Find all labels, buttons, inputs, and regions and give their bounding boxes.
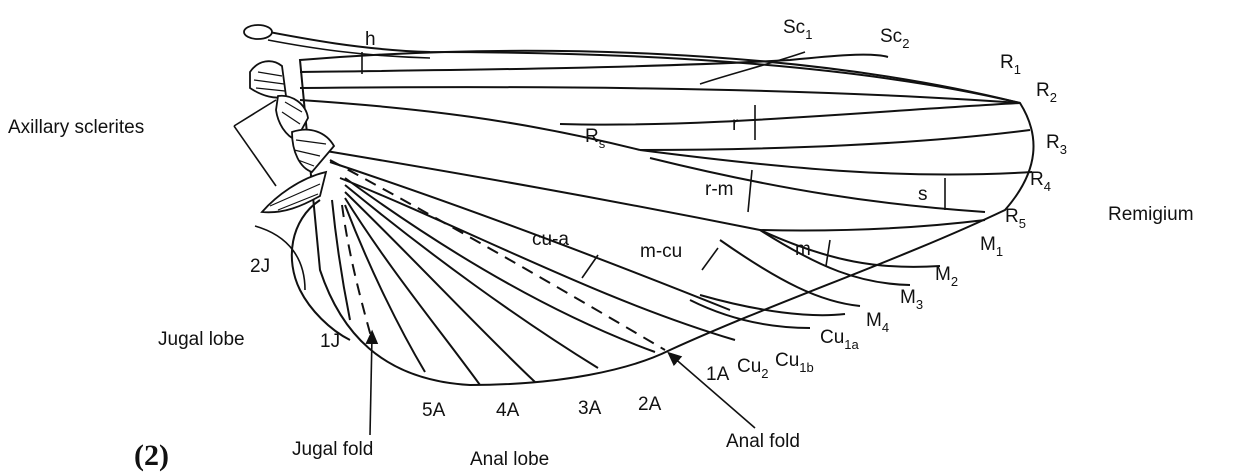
vein-r3: [639, 129, 1031, 151]
jugal-lobe-outline: [290, 199, 351, 341]
vein-subcosta: [299, 53, 889, 73]
jugal-fold-label: Jugal fold: [292, 439, 373, 460]
vein-cu1: [329, 161, 731, 311]
label-1j: 1J: [320, 331, 340, 352]
label-m3: M3: [900, 287, 923, 312]
figure-number: (2): [134, 439, 169, 472]
axillary-sclerite-4: [260, 170, 328, 214]
vein-4a: [344, 197, 481, 386]
label-crossvein-m-cu: m-cu: [640, 241, 682, 262]
vein-2j: [254, 225, 306, 291]
label-1a: 1A: [706, 364, 730, 385]
axillary-pointer-upper: [233, 99, 277, 127]
label-2a: 2A: [638, 394, 662, 415]
label-crossvein-r: r: [732, 114, 739, 135]
sclerite-hatching: [253, 71, 327, 211]
label-r3: R3: [1046, 132, 1067, 157]
label-rs: Rs: [585, 126, 606, 151]
anal-fold-arrow: [667, 351, 756, 429]
remigium-label: Remigium: [1108, 204, 1194, 225]
costal-margin: [247, 27, 1021, 104]
label-m2: M2: [935, 264, 958, 289]
label-h: h: [365, 29, 376, 50]
label-cu1a: Cu1a: [820, 327, 860, 352]
axillary-sclerite-1: [249, 60, 287, 99]
anal-fold-label: Anal fold: [726, 431, 800, 452]
vein-5a: [344, 204, 426, 373]
label-cu2: Cu2: [737, 356, 769, 381]
label-m1: M1: [980, 234, 1003, 259]
vein-media-stem: [319, 149, 761, 231]
vein-m2: [759, 229, 941, 268]
jugal-fold-arrow: [365, 329, 379, 436]
label-2j: 2J: [250, 256, 270, 277]
label-sc2: Sc2: [880, 26, 909, 51]
crossvein-cu-a: [581, 254, 599, 279]
vein-r4: [639, 149, 1033, 176]
label-r5: R5: [1005, 206, 1026, 231]
label-r2: R2: [1036, 80, 1057, 105]
label-r4: R4: [1030, 169, 1051, 194]
vein-3a: [344, 191, 536, 383]
jugal-fold-line: [341, 204, 373, 341]
jugal-lobe-label: Jugal lobe: [158, 329, 245, 350]
label-r1: R1: [1000, 52, 1021, 77]
label-crossvein-r-m: r-m: [705, 179, 733, 200]
vein-sc1: [699, 51, 806, 85]
wing-outline: [298, 49, 1035, 387]
vein-r5: [649, 157, 986, 213]
anal-fold-line: [329, 159, 666, 351]
label-crossvein-m: m: [795, 239, 811, 260]
label-3a: 3A: [578, 398, 602, 419]
axillary-sclerites-label: Axillary sclerites: [8, 117, 144, 138]
label-sc1: Sc1: [783, 17, 812, 42]
vein-1j: [331, 199, 351, 321]
costa-base: [267, 39, 431, 59]
vein-m1: [759, 219, 986, 232]
vein-2a: [344, 184, 599, 369]
label-crossvein-s: s: [918, 184, 928, 205]
vein-r2: [559, 102, 1021, 126]
crossvein-r-m: [747, 169, 753, 213]
vein-m3: [759, 229, 911, 286]
crossvein-m-cu: [701, 247, 719, 271]
humeral-plate: [243, 24, 273, 40]
label-5a: 5A: [422, 400, 446, 421]
anal-lobe-label: Anal lobe: [470, 449, 549, 470]
vein-1a: [344, 177, 656, 353]
vein-cu2: [339, 177, 736, 341]
vein-cu1b: [689, 299, 811, 329]
label-4a: 4A: [496, 400, 520, 421]
axillary-pointer-lower: [233, 125, 277, 187]
vein-r1: [299, 86, 1021, 104]
label-m4: M4: [866, 310, 889, 335]
vein-m4: [719, 239, 861, 307]
label-cu1b: Cu1b: [775, 350, 814, 375]
vein-rs-stem: [299, 99, 641, 151]
vein-cu1a: [699, 294, 846, 317]
label-crossvein-cu-a: cu-a: [532, 229, 569, 250]
crossvein-m: [825, 239, 831, 267]
